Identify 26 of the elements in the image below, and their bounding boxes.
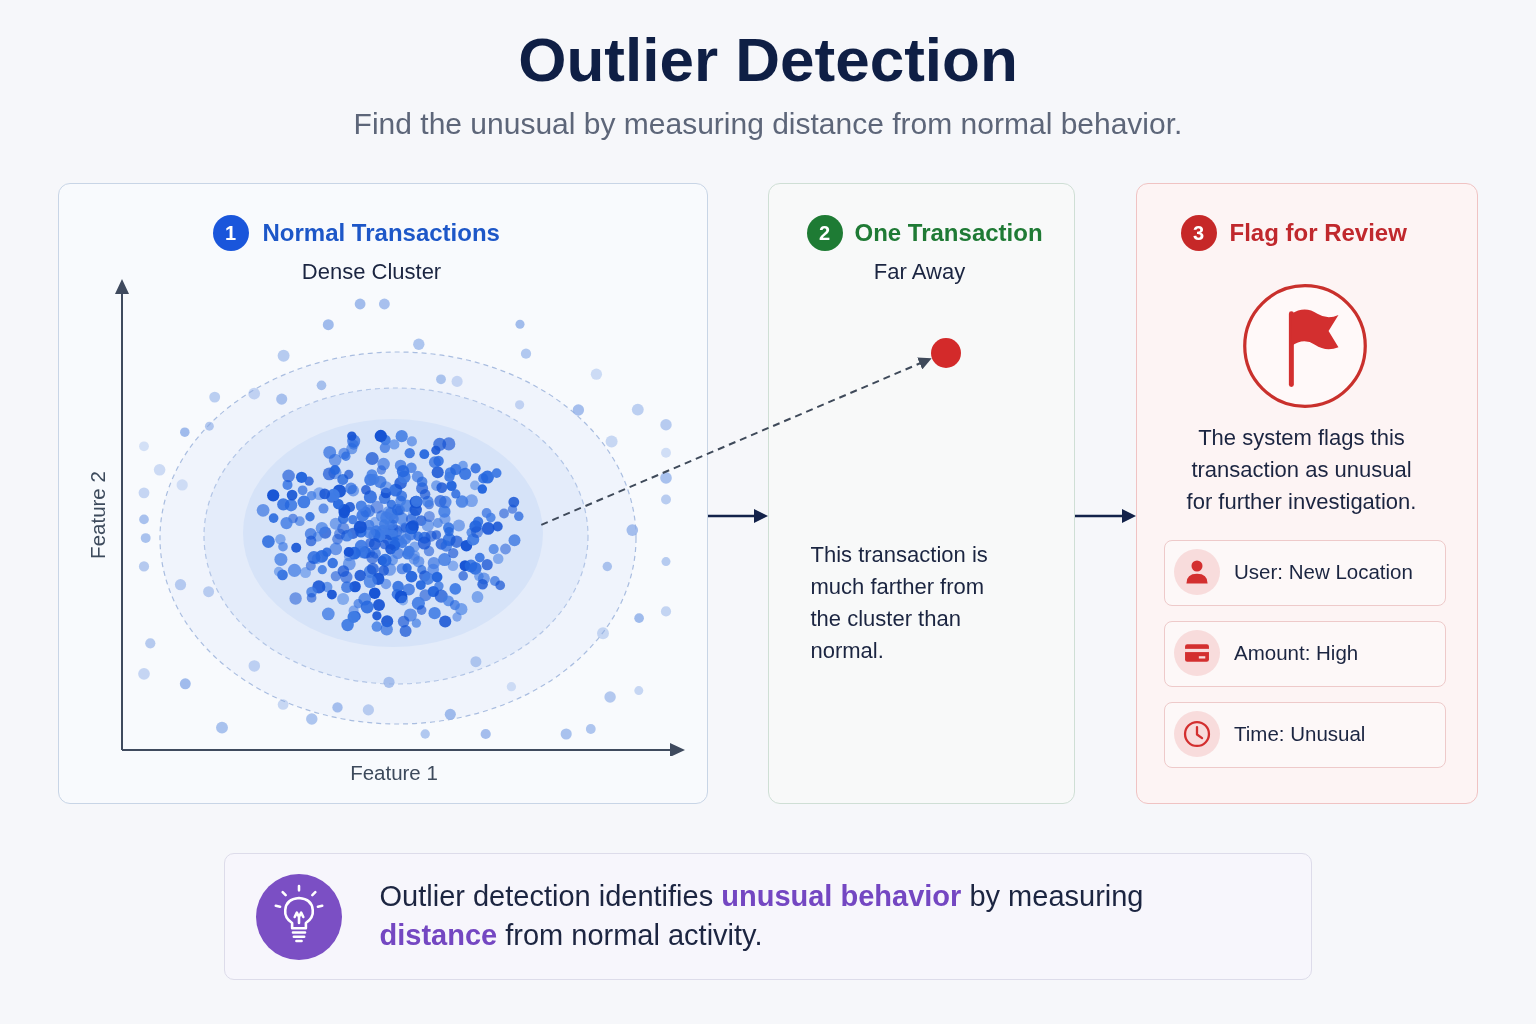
description-text: This transaction is much farther from the cluster than normal. bbox=[810, 540, 989, 665]
detail-text: User: New Location bbox=[1234, 560, 1413, 584]
outlier-dot bbox=[930, 337, 961, 368]
detail-card bbox=[1163, 620, 1446, 687]
arrow bbox=[1075, 509, 1136, 523]
step-number: 3 bbox=[1180, 214, 1217, 251]
arrow bbox=[708, 509, 768, 523]
summary-panel bbox=[224, 853, 1312, 980]
step-title: Normal Transactions bbox=[262, 217, 500, 248]
step-title: One Transaction bbox=[854, 217, 1043, 248]
axis-label: Feature 1 bbox=[350, 761, 438, 785]
step-panel bbox=[1136, 183, 1478, 804]
step-number: 2 bbox=[806, 214, 843, 251]
detail-card bbox=[1163, 701, 1446, 768]
title: Outlier Detection bbox=[518, 28, 1018, 92]
step-title: Flag for Review bbox=[1229, 217, 1407, 248]
detail-text: Time: Unusual bbox=[1234, 722, 1366, 746]
step-subtitle: Far Away bbox=[873, 258, 966, 285]
axis-label: Feature 2 bbox=[86, 471, 110, 559]
step-panel bbox=[768, 183, 1075, 804]
detail-card bbox=[1163, 539, 1446, 606]
step-number: 1 bbox=[212, 214, 249, 251]
summary-text: Outlier detection identifies unusual behavior by measuring distance from normal activity. bbox=[379, 878, 1145, 953]
detail-text: Amount: High bbox=[1234, 641, 1359, 665]
subtitle: Find the unusual by measuring distance from normal behavior. bbox=[353, 106, 1183, 142]
description-text: The system flags this transaction as unusual for further investigation. bbox=[1185, 423, 1418, 516]
